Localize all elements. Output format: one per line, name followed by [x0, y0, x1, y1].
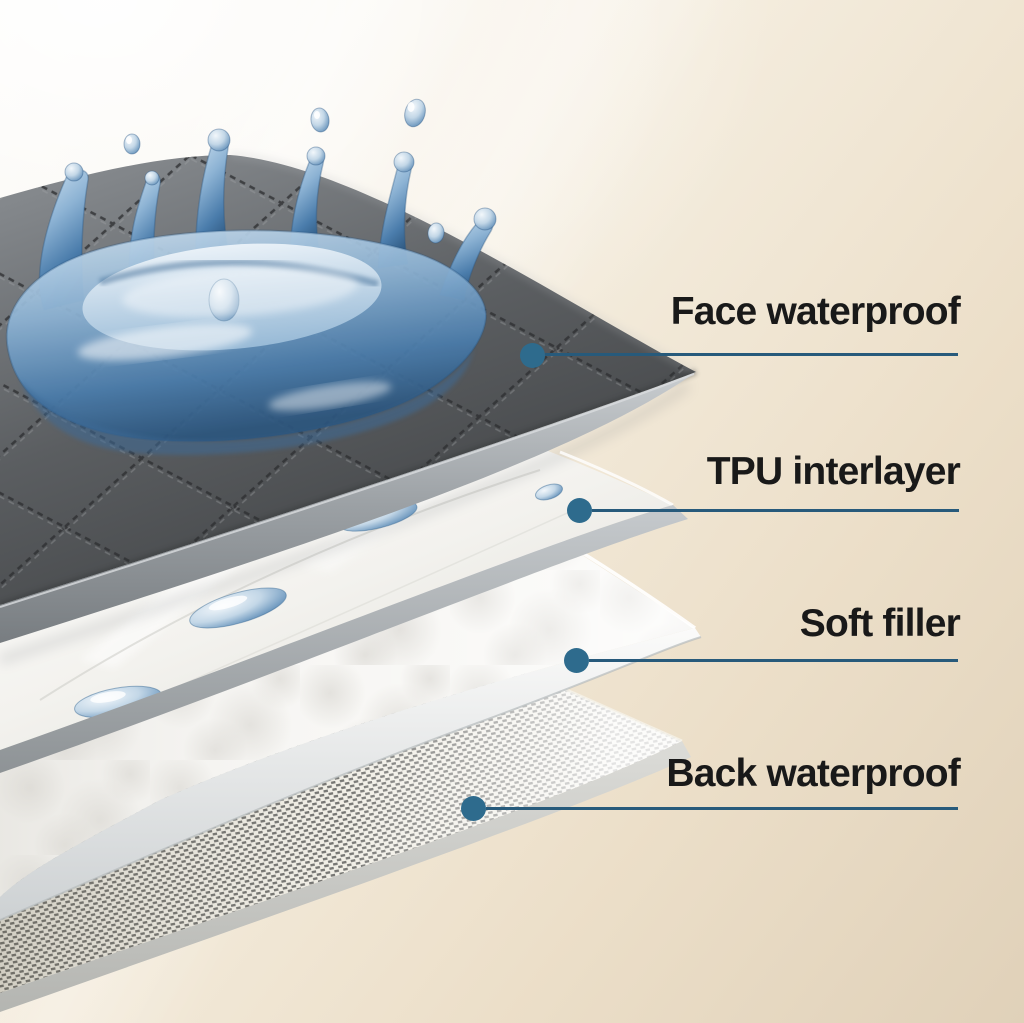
callout-line-tpu [592, 509, 959, 512]
soft-layer-rim [0, 628, 701, 920]
callout-dot-soft [564, 648, 589, 673]
callout-line-soft [589, 659, 958, 662]
callout-line-back [486, 807, 958, 810]
face-layer-rim [0, 372, 696, 643]
callout-dot-tpu [567, 498, 592, 523]
callout-label-tpu: TPU interlayer [706, 450, 961, 493]
face-waterproof-layer [0, 98, 698, 643]
water-splash [5, 128, 497, 455]
callout-line-face [545, 353, 958, 356]
callout-label-back: Back waterproof [666, 752, 960, 795]
tpu-layer-rim [0, 505, 688, 773]
back-layer-rim [0, 741, 691, 1012]
callout-label-face: Face waterproof [670, 290, 961, 333]
water-droplets [123, 98, 445, 244]
callout-dot-face [520, 343, 545, 368]
callout-dot-back [461, 796, 486, 821]
callout-label-soft: Soft filler [799, 602, 961, 645]
